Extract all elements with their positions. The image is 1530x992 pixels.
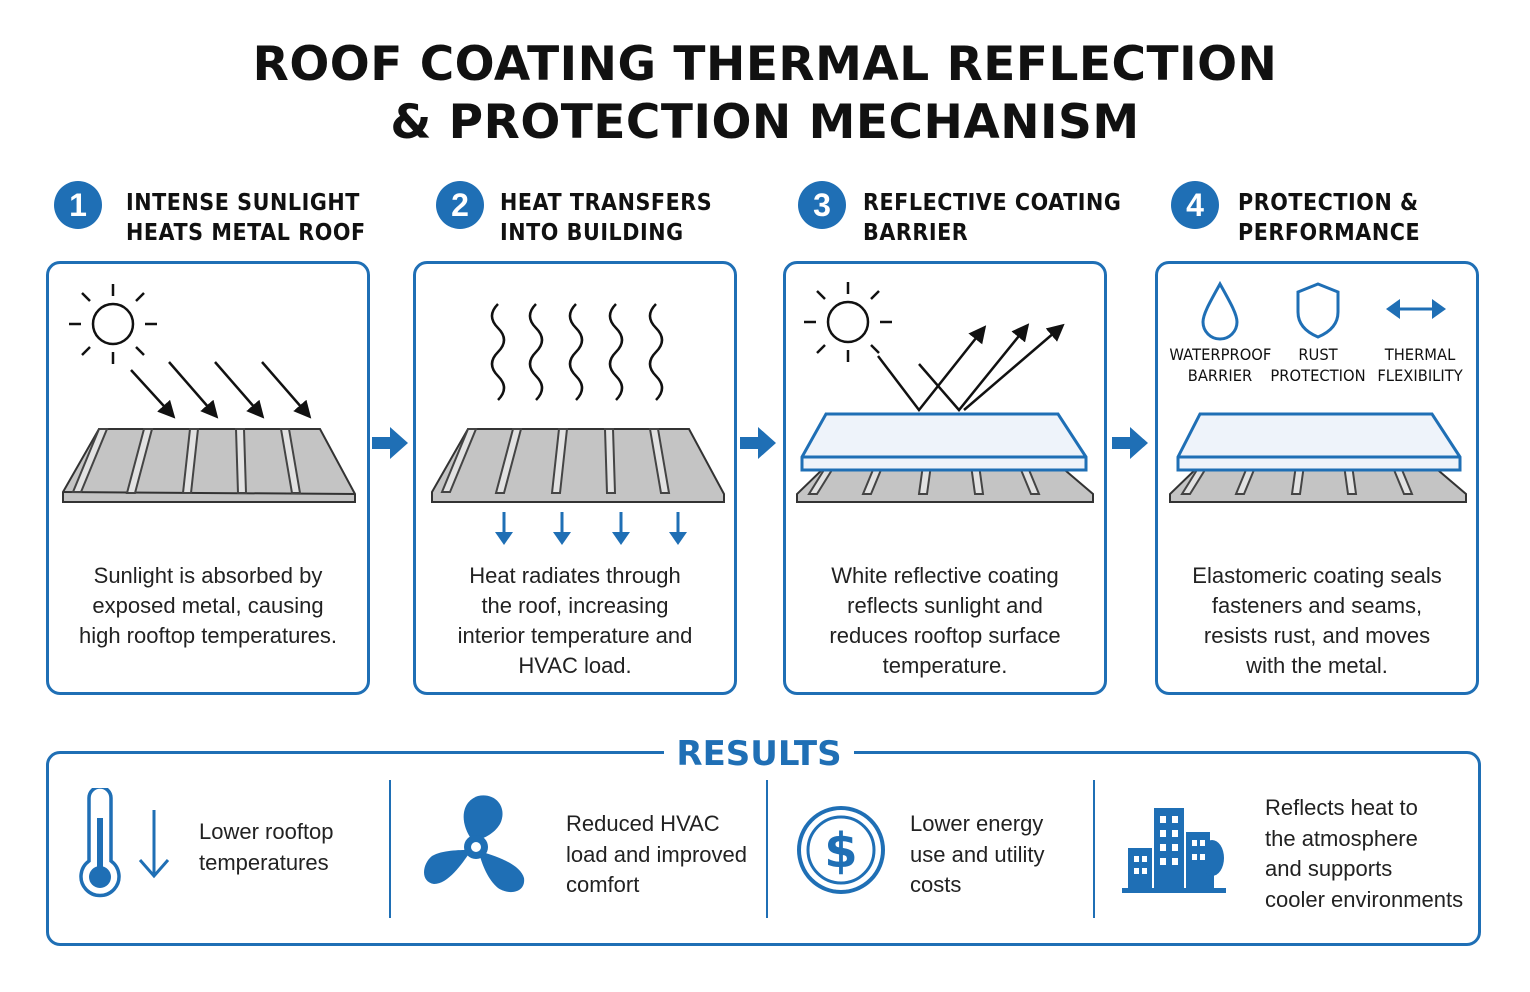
coating-layer-icon <box>1176 412 1462 472</box>
result-3-line: costs <box>910 872 962 897</box>
step-2-panel: Heat radiates through the roof, increasi… <box>413 261 737 695</box>
step-1-panel: Sunlight is absorbed by exposed metal, c… <box>46 261 370 695</box>
step-2-number: 2 <box>436 181 484 229</box>
heat-down-arrows-icon <box>495 512 687 545</box>
result-4-line: the atmosphere <box>1265 825 1418 851</box>
heat-waves-icon <box>490 303 664 401</box>
thermometer-icon <box>79 788 170 898</box>
step-1-desc-line: exposed metal, causing <box>92 593 324 618</box>
prot-label-line: RUST <box>1298 345 1338 364</box>
rust-protection-label: RUST PROTECTION <box>1267 344 1368 386</box>
result-1-text: Lower rooftop temperatures <box>199 817 334 878</box>
prot-label-line: FLEXIBILITY <box>1377 366 1463 385</box>
step-4-illustration <box>1169 280 1467 503</box>
step-2-desc-line: Heat radiates through <box>469 563 681 588</box>
step-4-number: 4 <box>1171 181 1219 229</box>
double-arrow-icon <box>1386 299 1446 319</box>
sun-icon <box>804 282 892 362</box>
step-1-illustration <box>62 284 356 503</box>
water-drop-icon <box>1201 280 1239 341</box>
flow-arrow-2-icon <box>740 427 776 459</box>
dollar-icon: $ <box>797 806 885 894</box>
step-2-desc-line: the roof, increasing <box>481 593 669 618</box>
results-divider <box>766 780 768 918</box>
prot-label-line: THERMAL <box>1384 345 1456 364</box>
step-2-desc-line: HVAC load. <box>518 653 632 678</box>
shield-icon <box>1296 282 1340 339</box>
svg-text:$: $ <box>824 823 857 879</box>
sun-rays-arrows <box>130 361 312 419</box>
step-3-description: White reflective coating reflects sunlig… <box>792 561 1098 681</box>
flow-arrow-3-icon <box>1112 427 1148 459</box>
step-4-desc-line: fasteners and seams, <box>1211 593 1423 618</box>
step-3-title: REFLECTIVE COATING BARRIER <box>863 188 1121 248</box>
result-3-line: use and utility <box>910 841 1045 867</box>
result-2-text: Reduced HVAC load and improved comfort <box>566 809 747 901</box>
result-2-line: load and improved <box>566 841 748 867</box>
prot-label-line: BARRIER <box>1187 366 1253 385</box>
step-3-desc-line: reduces rooftop surface <box>829 623 1061 648</box>
step-3-desc-line: White reflective coating <box>831 563 1059 588</box>
step-4-desc-line: with the metal. <box>1246 653 1388 678</box>
step-2-title-line-2: INTO BUILDING <box>500 220 684 246</box>
title-line-1: ROOF COATING THERMAL REFLECTION <box>252 37 1278 92</box>
step-2-desc-line: interior temperature and <box>457 623 693 648</box>
step-3-number: 3 <box>798 181 846 229</box>
result-2-line: comfort <box>566 872 640 897</box>
step-4-desc-line: Elastomeric coating seals <box>1192 563 1442 588</box>
result-1-line: Lower rooftop <box>199 819 334 844</box>
step-3-desc-line: temperature. <box>882 653 1008 678</box>
result-3-text: Lower energy use and utility costs <box>910 809 1045 901</box>
step-3-title-line-2: BARRIER <box>863 220 969 246</box>
step-4-description: Elastomeric coating seals fasteners and … <box>1164 561 1470 681</box>
result-4-line: Reflects heat to <box>1265 795 1418 820</box>
result-1-line: temperatures <box>199 849 329 875</box>
results-title: RESULTS <box>0 730 1530 778</box>
thermal-flexibility-label: THERMAL FLEXIBILITY <box>1369 344 1470 386</box>
sun-icon <box>69 284 157 364</box>
metal-roof-icon <box>431 428 725 503</box>
step-4-title: PROTECTION & PERFORMANCE <box>1238 188 1420 248</box>
step-1-title-line-1: INTENSE SUNLIGHT <box>126 190 360 216</box>
step-1-title-line-2: HEATS METAL ROOF <box>126 220 366 246</box>
flow-arrow-1-icon <box>372 427 408 459</box>
step-1-number: 1 <box>54 181 102 229</box>
step-2-description: Heat radiates through the roof, increasi… <box>422 561 728 681</box>
step-4-panel: WATERPROOF BARRIER RUST PROTECTION THERM… <box>1155 261 1479 695</box>
result-4-line: cooler environments <box>1265 886 1464 912</box>
step-1-title: INTENSE SUNLIGHT HEATS METAL ROOF <box>126 188 366 248</box>
step-2-title-line-1: HEAT TRANSFERS <box>500 190 713 216</box>
result-3-line: Lower energy <box>910 811 1044 836</box>
step-3-panel: White reflective coating reflects sunlig… <box>783 261 1107 695</box>
result-4-text: Reflects heat to the atmosphere and supp… <box>1265 793 1463 915</box>
step-4-title-line-2: PERFORMANCE <box>1238 220 1421 246</box>
results-divider <box>389 780 391 918</box>
coating-layer-icon <box>800 412 1088 472</box>
step-3-illustration <box>796 282 1094 503</box>
reflection-arrows <box>877 323 1065 413</box>
results-divider <box>1093 780 1095 918</box>
title-line-2: & PROTECTION MECHANISM <box>390 95 1140 150</box>
page-title: ROOF COATING THERMAL REFLECTION & PROTEC… <box>0 36 1530 152</box>
step-3-title-line-1: REFLECTIVE COATING <box>863 190 1122 216</box>
step-4-desc-line: resists rust, and moves <box>1203 623 1431 648</box>
results-title-text: RESULTS <box>664 730 854 778</box>
result-2-line: Reduced HVAC <box>566 811 720 836</box>
step-4-title-line-1: PROTECTION & <box>1238 190 1419 216</box>
step-1-desc-line: Sunlight is absorbed by <box>93 563 323 588</box>
step-2-illustration <box>431 303 725 545</box>
prot-label-line: WATERPROOF <box>1169 345 1272 364</box>
step-2-title: HEAT TRANSFERS INTO BUILDING <box>500 188 712 248</box>
result-4-line: and supports <box>1265 856 1393 881</box>
step-1-desc-line: high rooftop temperatures. <box>78 623 338 648</box>
prot-label-line: PROTECTION <box>1270 366 1366 385</box>
step-1-description: Sunlight is absorbed by exposed metal, c… <box>55 561 361 651</box>
waterproof-barrier-label: WATERPROOF BARRIER <box>1169 344 1272 386</box>
step-3-desc-line: reflects sunlight and <box>847 593 1043 618</box>
metal-roof-icon <box>62 428 356 503</box>
fan-icon <box>424 795 525 893</box>
city-icon <box>1122 808 1226 893</box>
